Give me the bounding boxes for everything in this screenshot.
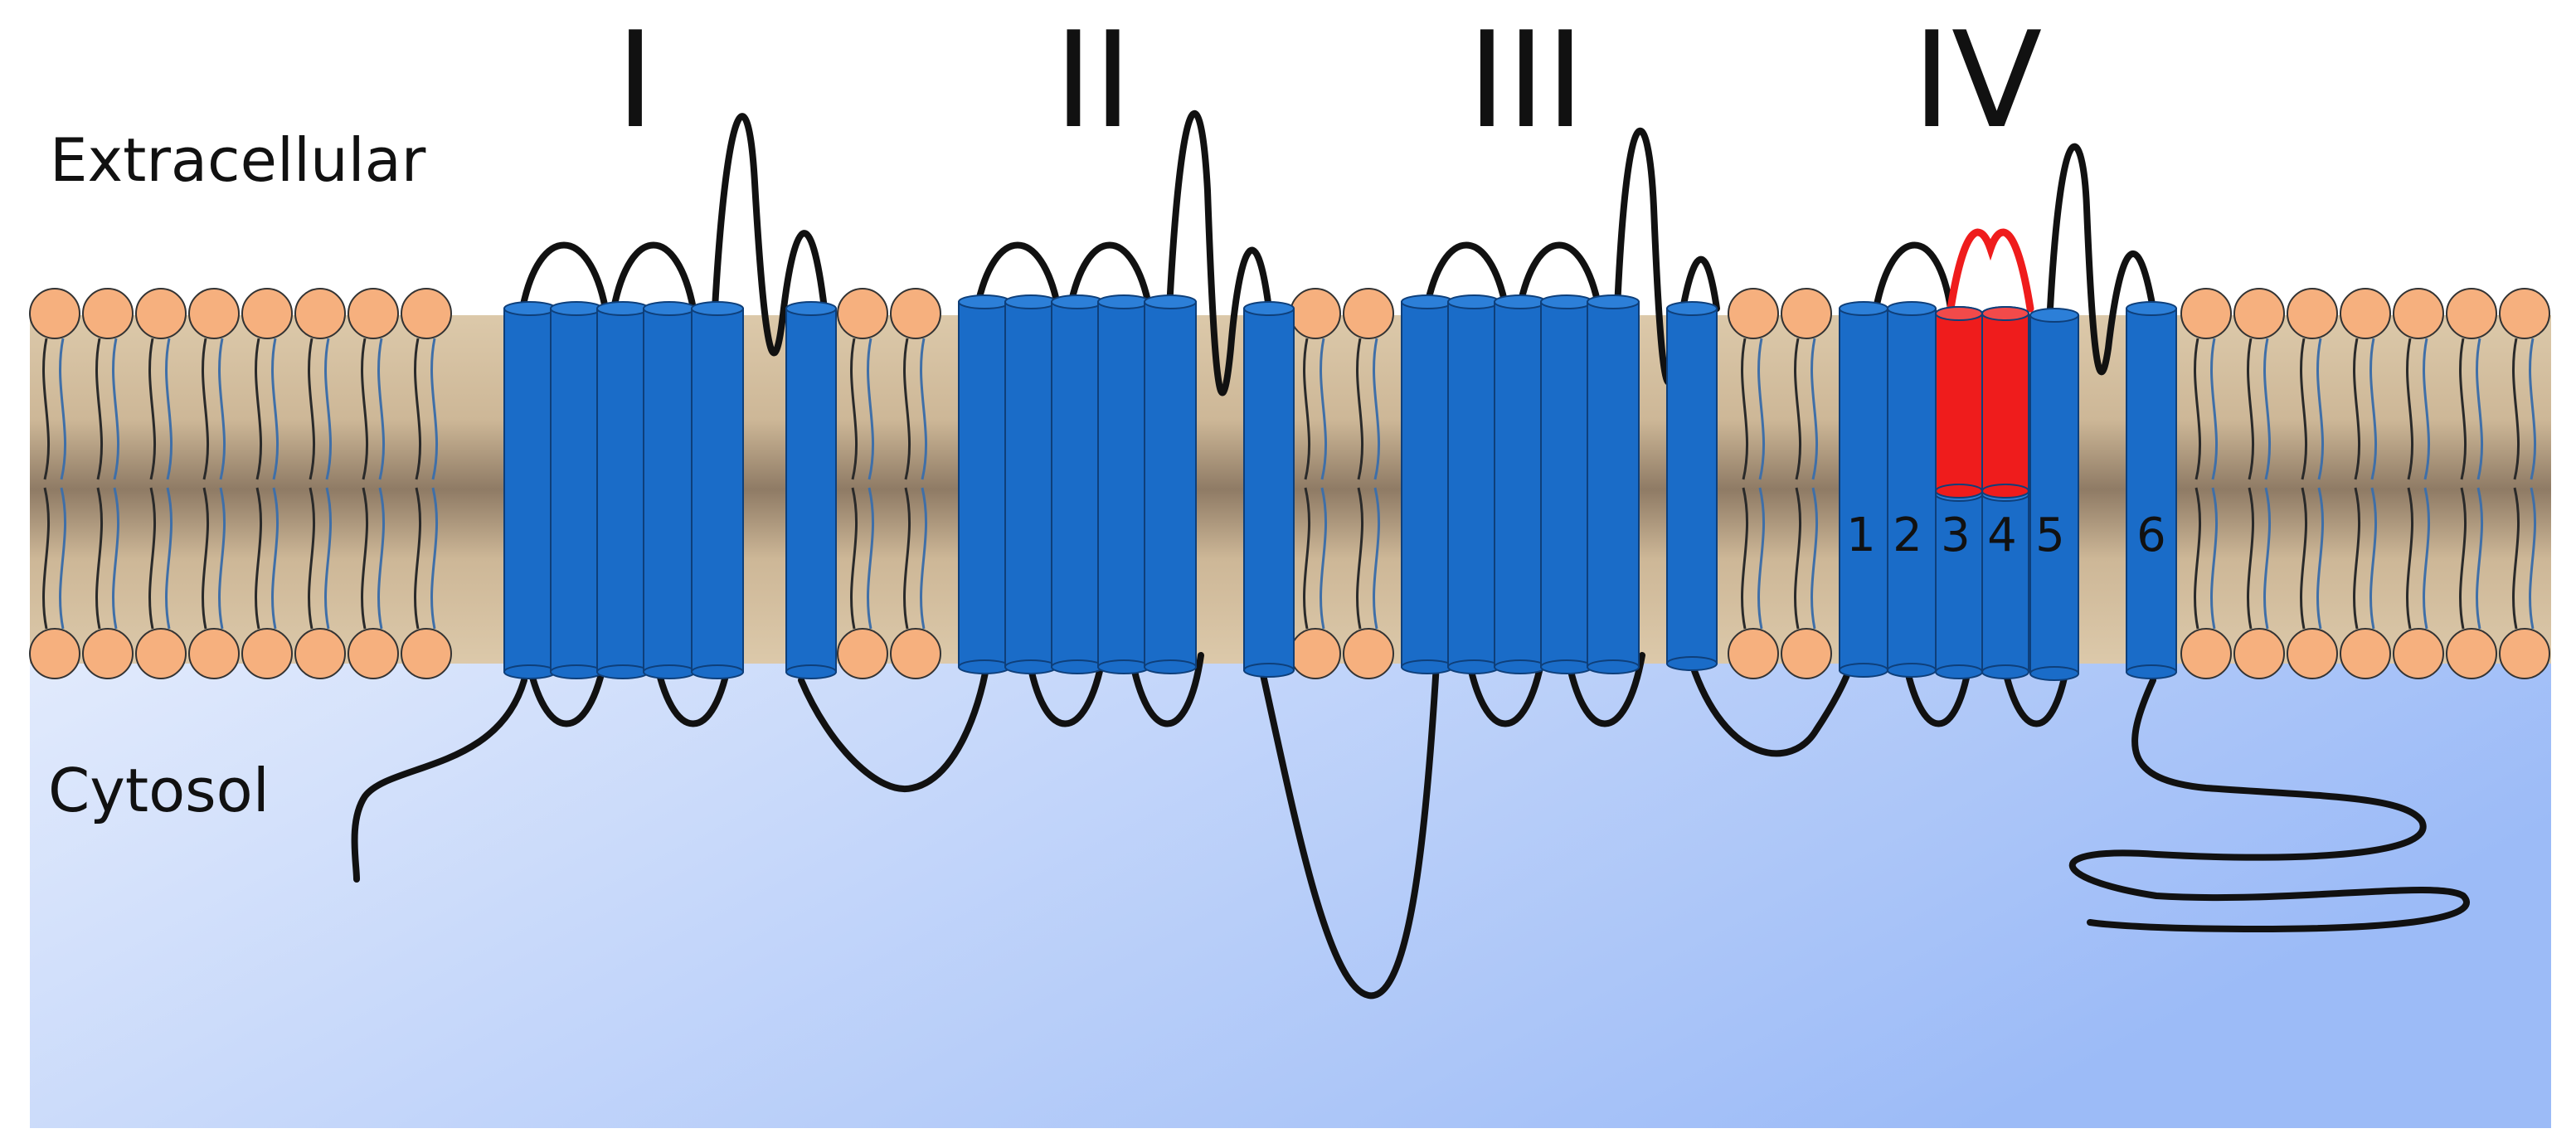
cylinder-helix-icon (2029, 308, 2079, 681)
cylinder-helix-icon (596, 301, 649, 679)
highlighted-helix-icon (1981, 306, 2029, 499)
loop-segment (1873, 241, 1954, 312)
loop-segment (2047, 143, 2156, 376)
cytosol-label: Cytosol (48, 756, 270, 825)
loop-segment (974, 241, 1062, 312)
loop-segment (351, 677, 527, 883)
lipid-bilayer (29, 288, 2550, 679)
loop-segment (1257, 660, 1440, 1000)
loop-segment (1901, 652, 1974, 727)
phospholipid-icon (348, 288, 399, 679)
highlighted-helix-icon (1935, 306, 1983, 499)
domain-numeral-iii: III (1467, 2, 1585, 158)
polypeptide-loops (351, 109, 2470, 1000)
phospholipid-icon (2393, 288, 2444, 679)
extracellular-label: Extracellular (50, 125, 426, 195)
phospholipid-icon (29, 288, 80, 679)
loop-segment (524, 652, 609, 727)
cylinder-helix-icon (1587, 294, 1640, 674)
cylinder-helix-icon (1494, 294, 1547, 674)
phospholipid-icon (188, 288, 240, 679)
loop-segment (1465, 652, 1546, 727)
loop-segment (1564, 652, 1645, 727)
cylinder-helix-icon (1144, 294, 1197, 674)
segment-label-4: 4 (1987, 508, 2017, 562)
domain-numeral-i: I (615, 2, 654, 158)
phospholipid-icon (135, 288, 187, 679)
domain-numeral-ii: II (1054, 2, 1132, 158)
phospholipid-icon (2340, 288, 2391, 679)
loop-segment (1128, 652, 1204, 727)
cylinder-helix-icon (550, 301, 603, 679)
loop-segment (1614, 127, 1720, 386)
loop-segment (610, 241, 697, 312)
loop-segment (1166, 109, 1272, 396)
loop-segment (1999, 652, 2072, 727)
cylinder-helix-icon (1097, 294, 1150, 674)
phospholipid-icon (2233, 288, 2285, 679)
cylinder-helix-icon (1540, 294, 1593, 674)
segment-label-5: 5 (2035, 508, 2065, 562)
cylinder-helix-icon (1447, 294, 1500, 674)
cylinder-helix-icon (1004, 294, 1057, 674)
cylinder-helix-icon (958, 294, 1011, 674)
loop-segment (798, 660, 990, 793)
extracellular-region (30, 0, 2551, 315)
highlighted-loop-segment (1947, 228, 2034, 313)
cylinder-helix-icon (503, 301, 557, 679)
phospholipid-icon (890, 288, 941, 679)
phospholipid-icon (837, 288, 888, 679)
loop-segment (1067, 241, 1153, 312)
cylinder-helix-icon (1887, 301, 1937, 678)
segment-label-1: 1 (1846, 508, 1876, 562)
loop-segment (1516, 241, 1602, 312)
phospholipid-icon (2287, 288, 2338, 679)
phospholipid-icon (1290, 288, 1341, 679)
cylinder-helix-icon (1051, 294, 1104, 674)
loop-segment (1689, 660, 1854, 757)
phospholipid-icon (2446, 288, 2497, 679)
phospholipid-icon (241, 288, 293, 679)
cylinder-helix-icon (643, 301, 696, 679)
loop-segment (519, 241, 609, 312)
phospholipid-icon (82, 288, 134, 679)
transmembrane-helices (503, 294, 2177, 681)
cylinder-helix-icon (2126, 301, 2177, 679)
loop-segment (1423, 241, 1509, 312)
phospholipid-icon (294, 288, 346, 679)
cytosol-region (30, 664, 2551, 1128)
phospholipid-icon (1343, 288, 1394, 679)
loop-segment (1025, 652, 1106, 727)
phospholipid-icon (1781, 288, 1832, 679)
loop-segment (2068, 677, 2470, 933)
cylinder-helix-icon (785, 301, 837, 679)
segment-label-2: 2 (1893, 508, 1922, 562)
cylinder-helix-icon (1839, 301, 1888, 678)
cylinder-helix-icon (1401, 294, 1454, 674)
phospholipid-icon (401, 288, 452, 679)
loop-segment (712, 113, 828, 357)
phospholipid-icon (2180, 288, 2232, 679)
phospholipid-icon (2499, 288, 2550, 679)
cylinder-helix-icon (1666, 301, 1718, 671)
segment-label-3: 3 (1941, 508, 1971, 562)
cylinder-helix-icon (1243, 301, 1295, 678)
segment-label-6: 6 (2136, 508, 2166, 562)
phospholipid-icon (1728, 288, 1779, 679)
loop-segment (652, 652, 733, 727)
cylinder-helix-icon (691, 301, 744, 679)
domain-numeral-iv: IV (1913, 2, 2043, 158)
